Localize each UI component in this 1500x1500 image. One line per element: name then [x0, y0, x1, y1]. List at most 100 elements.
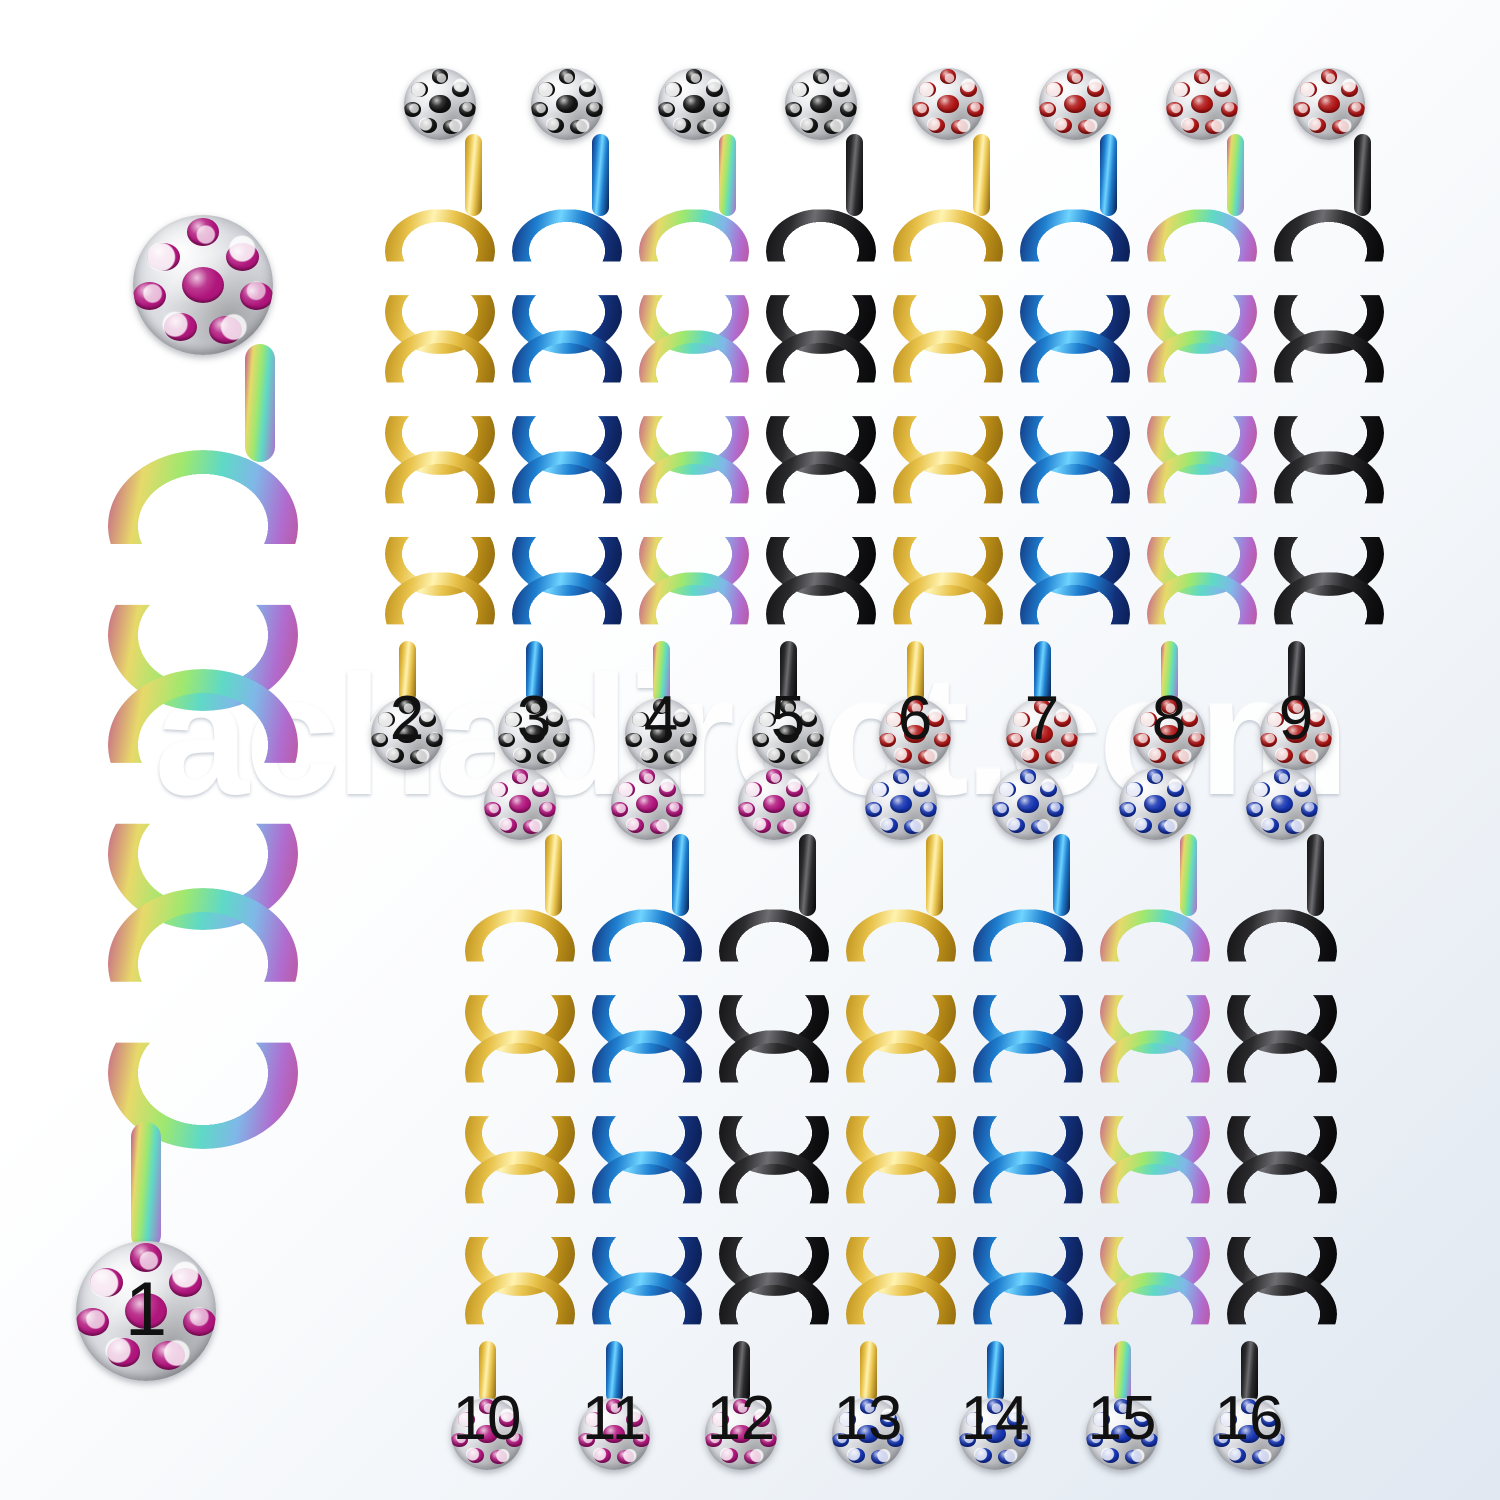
spiral-shaft: [1020, 209, 1130, 656]
bottom-stem: [1240, 1341, 1258, 1404]
coil-turn: [893, 330, 1003, 383]
product-number-label: 16: [1214, 1384, 1284, 1453]
top-crystal-ball: [531, 68, 603, 140]
product-number-label: 15: [1087, 1384, 1157, 1453]
product-number-label: 10: [452, 1384, 522, 1453]
coil-turn: [893, 209, 1003, 262]
coil-turn: [1100, 1151, 1210, 1204]
spiral-shaft: [973, 909, 1083, 1356]
product-number-label: 3: [516, 684, 552, 753]
coil-turn: [512, 330, 622, 383]
bottom-crystal-ball: [1213, 1398, 1285, 1471]
product-number-label: 8: [1151, 684, 1187, 753]
coil-turn: [846, 1030, 956, 1083]
bottom-crystal-ball: [959, 1398, 1031, 1471]
bottom-stem: [652, 641, 670, 704]
bottom-stem: [859, 1341, 877, 1404]
bottom-crystal-ball: [879, 698, 951, 771]
spiral-shaft: [465, 909, 575, 1356]
coil-turn: [108, 668, 298, 763]
top-crystal-ball: [404, 68, 476, 140]
product-number-label: 5: [770, 684, 806, 753]
coil-turn: [719, 909, 829, 962]
top-stem: [718, 134, 736, 217]
spiral-shaft: [1147, 209, 1257, 656]
coil-turn: [1147, 451, 1257, 504]
product-number-label: 14: [960, 1384, 1030, 1453]
spiral-shaft: [592, 909, 702, 1356]
top-stem: [591, 134, 609, 217]
top-crystal-ball: [912, 68, 984, 140]
coil-turn: [385, 330, 495, 383]
top-stem: [1226, 134, 1244, 217]
spiral-shaft: [512, 209, 622, 656]
top-stem: [464, 134, 482, 217]
bottom-crystal-ball: [625, 698, 697, 771]
top-crystal-ball: [484, 768, 556, 840]
bottom-stem: [1287, 641, 1305, 704]
bottom-crystal-ball: [832, 1398, 904, 1471]
coil-turn: [1227, 1030, 1337, 1083]
bottom-crystal-ball: [451, 1398, 523, 1471]
coil-turn: [639, 209, 749, 262]
top-stem: [1306, 834, 1324, 917]
bottom-stem: [732, 1341, 750, 1404]
top-stem: [1052, 834, 1070, 917]
coil-turn: [846, 909, 956, 962]
top-stem: [798, 834, 816, 917]
bottom-stem: [986, 1341, 1004, 1404]
bottom-crystal-ball: [76, 1240, 216, 1381]
bottom-stem: [1160, 641, 1178, 704]
top-stem: [1179, 834, 1197, 917]
top-crystal-ball: [1166, 68, 1238, 140]
product-number-label: 7: [1024, 684, 1060, 753]
coil-turn: [973, 1030, 1083, 1083]
top-crystal-ball: [658, 68, 730, 140]
bottom-crystal-ball: [1006, 698, 1078, 771]
coil-turn: [592, 1030, 702, 1083]
coil-turn: [639, 330, 749, 383]
spiral-shaft: [108, 449, 298, 1149]
coil-turn: [1147, 330, 1257, 383]
spiral-shaft: [893, 209, 1003, 656]
coil-turn: [1020, 209, 1130, 262]
product-number-label: 11: [581, 1384, 647, 1453]
product-number-label: 12: [706, 1384, 776, 1453]
bottom-stem: [131, 1121, 161, 1250]
coil-turn: [1274, 330, 1384, 383]
top-stem: [972, 134, 990, 217]
top-stem: [1353, 134, 1371, 217]
coil-turn: [893, 451, 1003, 504]
bottom-stem: [906, 641, 924, 704]
spiral-shaft: [1100, 909, 1210, 1356]
spiral-shaft: [1274, 209, 1384, 656]
bottom-stem: [605, 1341, 623, 1404]
coil-turn: [1100, 909, 1210, 962]
coil-turn: [1020, 330, 1130, 383]
top-crystal-ball: [992, 768, 1064, 840]
bottom-crystal-ball: [1133, 698, 1205, 771]
coil-turn: [766, 330, 876, 383]
spiral-shaft: [385, 209, 495, 656]
bottom-crystal-ball: [752, 698, 824, 771]
coil-turn: [846, 1151, 956, 1204]
coil-turn: [1274, 209, 1384, 262]
coil-turn: [465, 909, 575, 962]
bottom-stem: [779, 641, 797, 704]
spiral-shaft: [766, 209, 876, 656]
spiral-shaft: [1227, 909, 1337, 1356]
top-stem: [845, 134, 863, 217]
bottom-stem: [1113, 1341, 1131, 1404]
coil-turn: [465, 1151, 575, 1204]
bottom-stem: [525, 641, 543, 704]
coil-turn: [1227, 1151, 1337, 1204]
coil-turn: [719, 1151, 829, 1204]
spiral-shaft: [846, 909, 956, 1356]
top-crystal-ball: [1039, 68, 1111, 140]
top-crystal-ball: [1246, 768, 1318, 840]
top-crystal-ball: [1293, 68, 1365, 140]
top-crystal-ball: [1119, 768, 1191, 840]
coil-turn: [1100, 1030, 1210, 1083]
bottom-crystal-ball: [705, 1398, 777, 1471]
